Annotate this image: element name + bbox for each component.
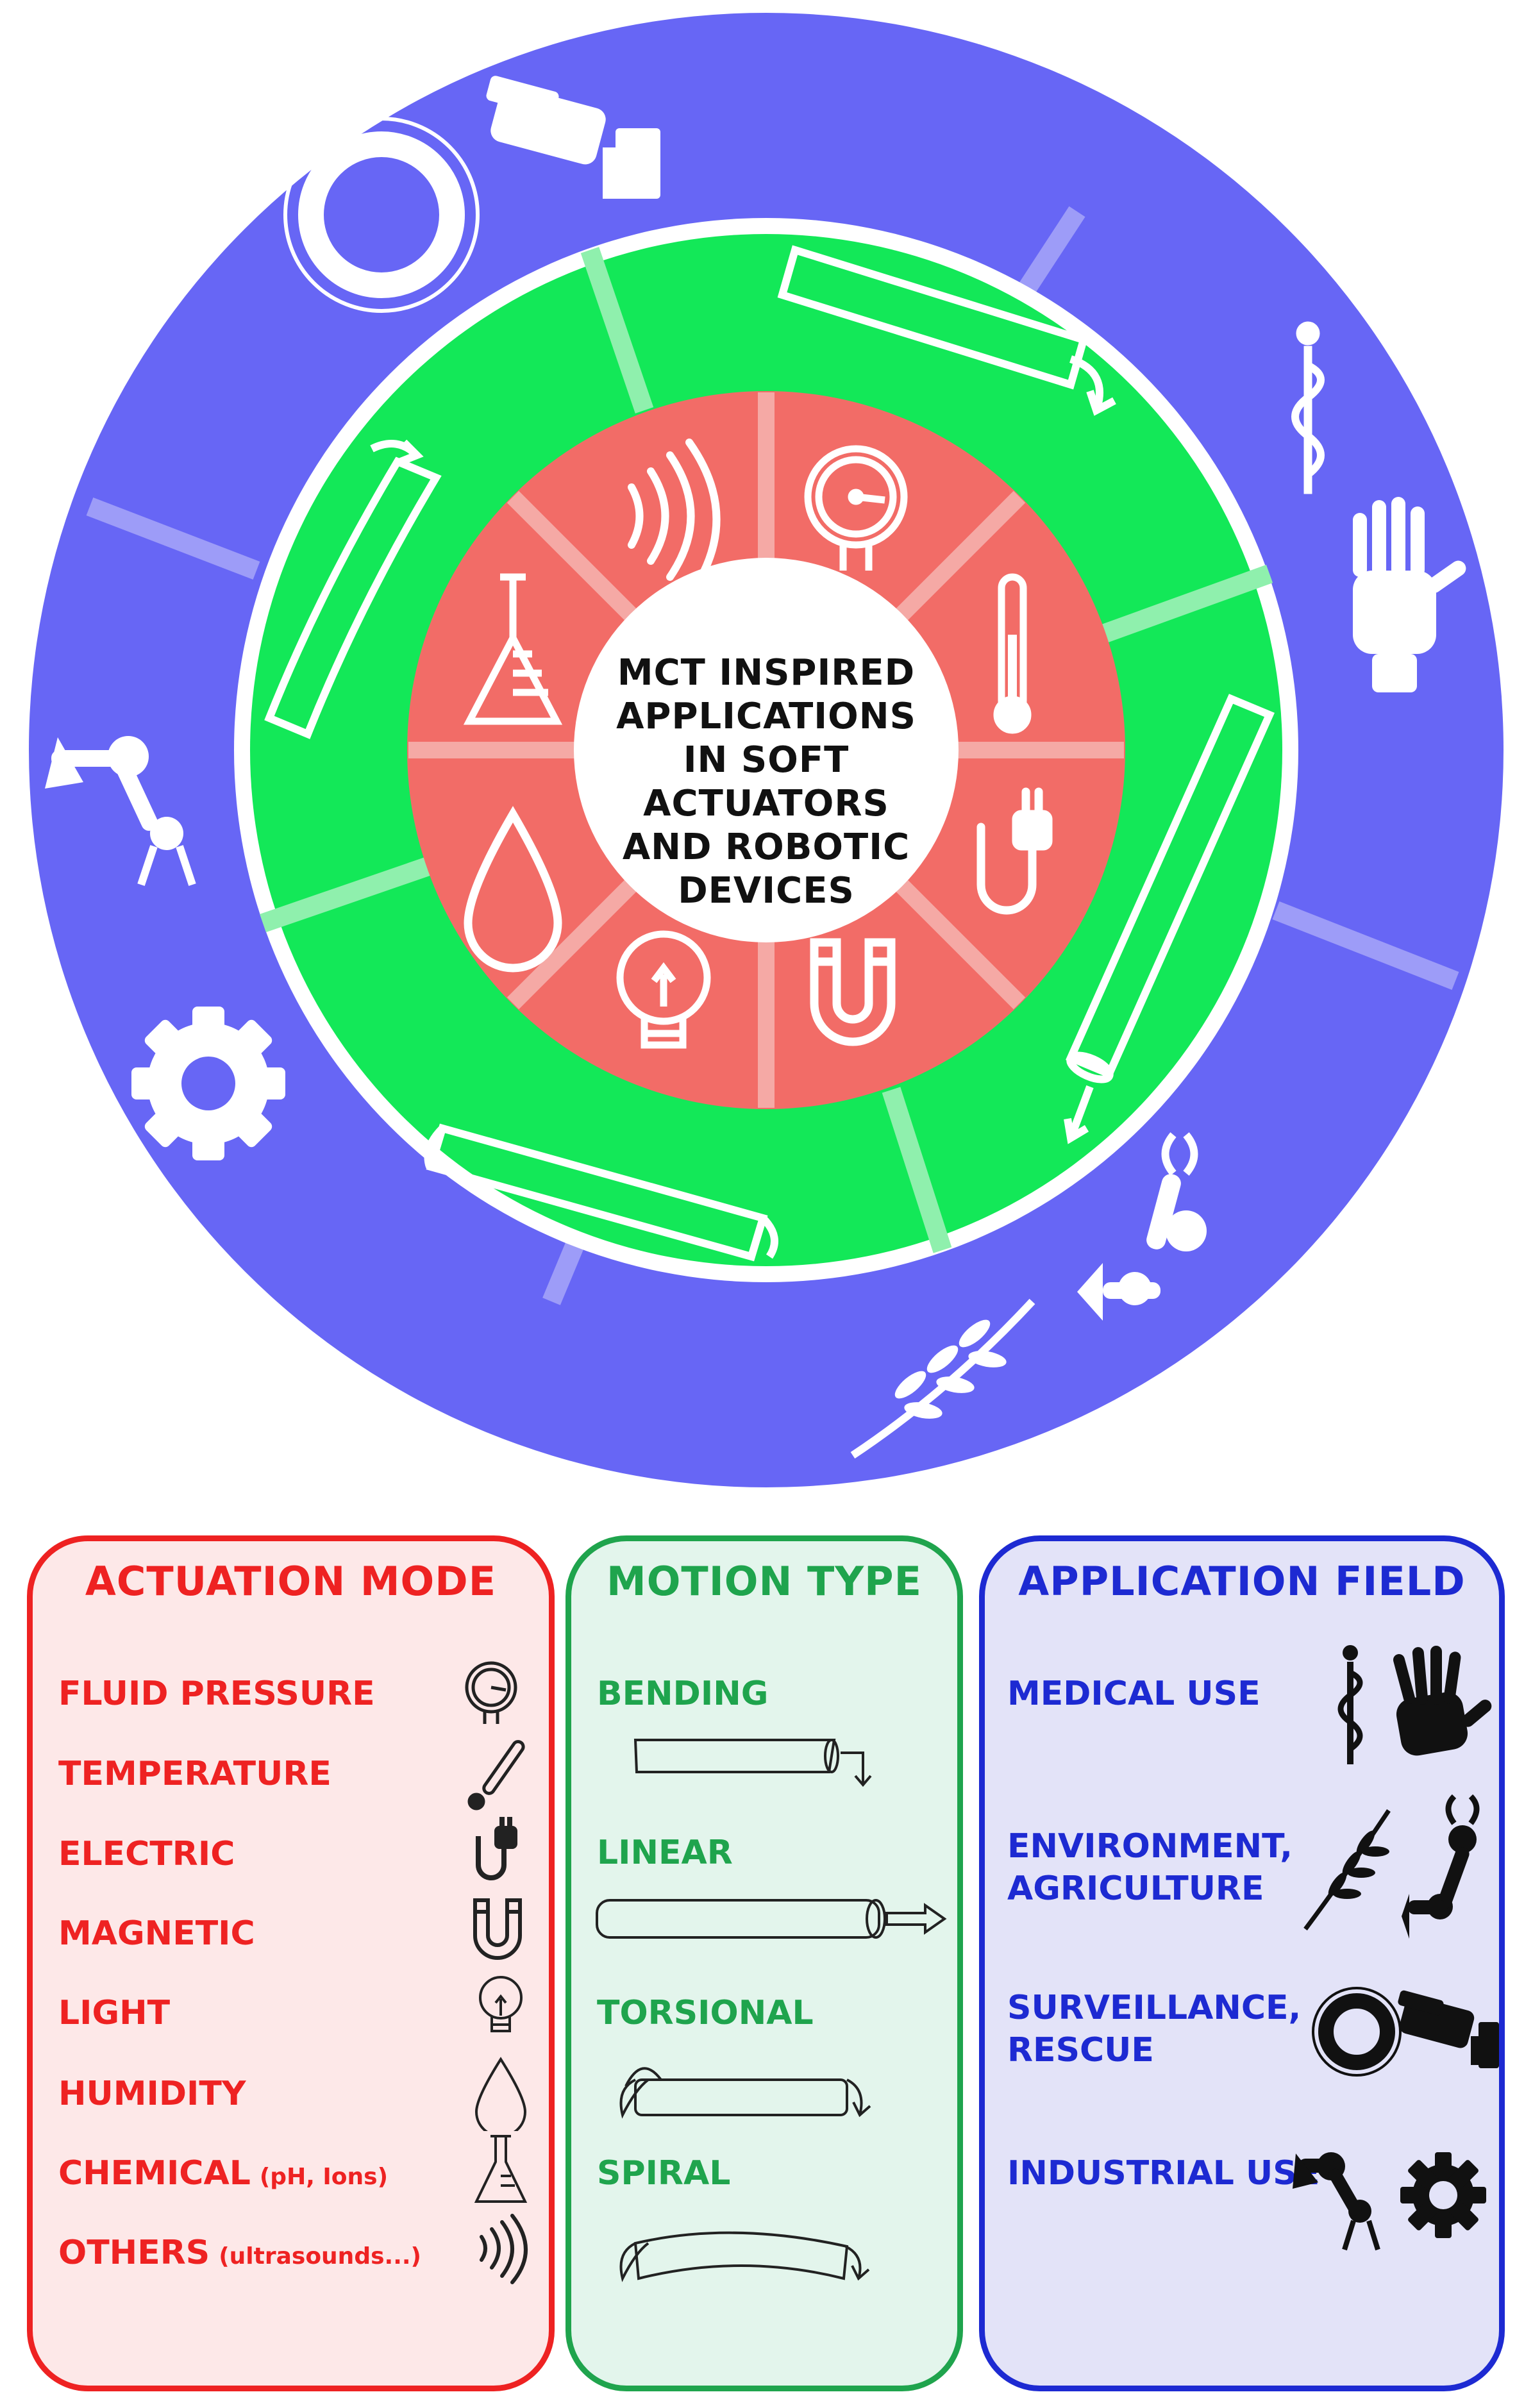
center-title-line: IN SOFT bbox=[683, 739, 850, 781]
center-title-line: ACTUATORS bbox=[643, 783, 889, 824]
robotic-hand-icon bbox=[1353, 497, 1466, 692]
caduceus-icon bbox=[1291, 321, 1325, 494]
bending-tube-icon bbox=[633, 1739, 872, 1787]
wheat-icon bbox=[1303, 1809, 1391, 1931]
motion-type-panel: MOTION TYPE BENDING LINEAR TORSIONAL SPI… bbox=[565, 1535, 963, 2391]
application-row-surveillance-line1: SURVEILLANCE, bbox=[1007, 1989, 1302, 2027]
center-title-line: AND ROBOTIC bbox=[622, 826, 910, 868]
application-field-title: APPLICATION FIELD bbox=[1018, 1558, 1466, 1605]
electric-plug-icon bbox=[476, 1817, 517, 1880]
actuation-row-light: LIGHT bbox=[58, 1994, 171, 2032]
spiral-tube-icon bbox=[619, 2231, 870, 2282]
motion-row-spiral: SPIRAL bbox=[597, 2154, 731, 2193]
water-drop-icon bbox=[464, 806, 562, 973]
lifebuoy-icon bbox=[1312, 1987, 1402, 2077]
robot-arm-icon bbox=[1077, 1132, 1207, 1321]
flask-icon bbox=[474, 2135, 528, 2203]
center-title-line: MCT INSPIRED bbox=[617, 652, 916, 694]
light-bulb-icon bbox=[616, 930, 711, 1049]
actuation-mode-panel: ACTUATION MODE FLUID PRESSURE TEMPERATUR… bbox=[27, 1535, 555, 2391]
industrial-arm-icon bbox=[1293, 2152, 1380, 2251]
security-camera-icon bbox=[486, 76, 660, 199]
motion-row-torsional: TORSIONAL bbox=[597, 1994, 814, 2032]
robot-arm-icon bbox=[1402, 1794, 1480, 1939]
center-circle bbox=[574, 558, 959, 942]
sound-waves-icon bbox=[628, 439, 721, 600]
motion-row-bending: BENDING bbox=[597, 1675, 769, 1713]
actuation-row-others: OTHERS(ultrasounds...) bbox=[58, 2234, 421, 2272]
caduceus-icon bbox=[1337, 1645, 1363, 1764]
application-row-medical: MEDICAL USE bbox=[1007, 1675, 1261, 1713]
actuation-row-chemical: CHEMICAL(pH, Ions) bbox=[58, 2154, 389, 2193]
light-bulb-icon bbox=[479, 1976, 523, 2032]
flask-icon bbox=[463, 573, 563, 725]
magnet-icon bbox=[473, 1898, 522, 1960]
thermometer-icon bbox=[993, 573, 1032, 734]
torsional-tube-icon bbox=[424, 1123, 778, 1262]
gear-icon bbox=[131, 1007, 285, 1160]
industrial-arm-icon bbox=[45, 736, 196, 886]
center-title-line: DEVICES bbox=[678, 870, 855, 912]
water-drop-icon bbox=[474, 2057, 527, 2131]
spiral-tube-icon bbox=[264, 439, 442, 739]
actuation-row-magnetic: MAGNETIC bbox=[58, 1914, 255, 1953]
lifebuoy-icon bbox=[283, 117, 480, 313]
sound-waves-icon bbox=[480, 2214, 528, 2284]
motion-type-title: MOTION TYPE bbox=[607, 1558, 922, 1605]
torsional-tube-icon bbox=[619, 2067, 871, 2119]
center-title: MCT INSPIRED APPLICATIONS IN SOFT ACTUAT… bbox=[574, 641, 959, 923]
pressure-gauge-icon bbox=[804, 445, 908, 571]
thermometer-icon bbox=[467, 1740, 525, 1810]
wheat-icon bbox=[850, 1298, 1035, 1459]
center-title-line: APPLICATIONS bbox=[616, 696, 916, 737]
linear-tube-icon bbox=[1064, 694, 1275, 1144]
linear-tube-icon bbox=[596, 1899, 947, 1939]
pressure-gauge-icon bbox=[465, 1661, 517, 1724]
gear-icon bbox=[1400, 2152, 1486, 2238]
application-row-surveillance-line2: RESCUE bbox=[1007, 2031, 1154, 2069]
application-row-industrial: INDUSTRIAL USE bbox=[1007, 2154, 1320, 2193]
mct-circular-diagram bbox=[29, 13, 1504, 1487]
security-camera-icon bbox=[1398, 1990, 1499, 2068]
middle-ring-dividers bbox=[260, 247, 1273, 1253]
motion-row-linear: LINEAR bbox=[597, 1834, 733, 1872]
application-field-panel: APPLICATION FIELD MEDICAL USE ENVIRONMEN… bbox=[979, 1535, 1505, 2391]
electric-plug-icon bbox=[976, 787, 1053, 915]
actuation-row-fluid-pressure: FLUID PRESSURE bbox=[58, 1675, 375, 1713]
application-row-environment-line2: AGRICULTURE bbox=[1007, 1869, 1264, 1908]
bending-tube-icon bbox=[777, 245, 1116, 416]
robotic-hand-icon bbox=[1393, 1646, 1492, 1756]
actuation-mode-title: ACTUATION MODE bbox=[85, 1558, 497, 1605]
magnet-icon bbox=[810, 938, 896, 1046]
actuation-row-temperature: TEMPERATURE bbox=[58, 1755, 331, 1793]
actuation-row-electric: ELECTRIC bbox=[58, 1835, 235, 1873]
application-row-environment-line1: ENVIRONMENT, bbox=[1007, 1827, 1293, 1866]
actuation-row-humidity: HUMIDITY bbox=[58, 2075, 246, 2113]
